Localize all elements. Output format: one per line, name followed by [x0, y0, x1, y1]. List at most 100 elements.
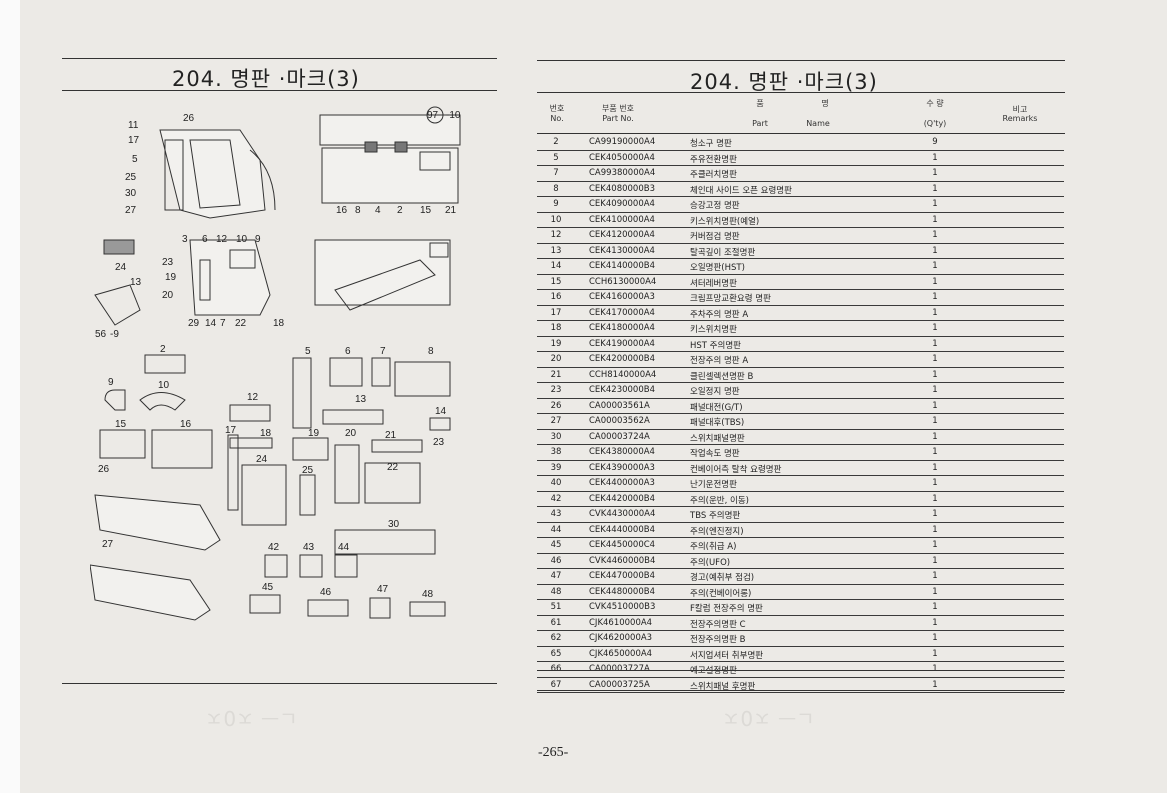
row-part-name: 주의(엔진정지) [690, 526, 744, 537]
row-number: 61 [550, 617, 562, 628]
row-part-name: 스위치패널명판 [690, 433, 745, 444]
row-quantity: 1 [932, 555, 938, 566]
callout-6-machine: 6 [202, 234, 208, 245]
part-label-22: 22 [387, 462, 399, 473]
row-number: 15 [550, 276, 562, 287]
row-part-number: CA99380000A4 [589, 168, 656, 178]
row-part-number: CEK4190000A4 [589, 338, 655, 349]
header-bottom-rule [537, 133, 1065, 134]
part-label-25: 25 [302, 465, 314, 476]
left-page-title: 204. 명판 ·마크(3) [172, 67, 360, 91]
callout-29: 29 [188, 318, 200, 329]
row-part-number: CCH8140000A4 [589, 369, 657, 380]
row-part-name: 주클러치명판 [690, 170, 737, 180]
header-remarks-en: Remarks [1002, 114, 1038, 123]
row-number: 39 [550, 462, 562, 473]
row-number: 2 [553, 137, 559, 147]
row-number: 42 [550, 493, 562, 504]
row-part-name: 탈곡깊이 조절명판 [690, 247, 756, 258]
row-part-number: CVK4430000A4 [589, 509, 656, 519]
row-part-name: 키스위치명판 [690, 325, 737, 335]
row-quantity: 1 [932, 602, 938, 612]
row-number: 14 [550, 261, 562, 271]
row-number: 10 [550, 214, 562, 225]
callout-15: 15 [420, 205, 432, 216]
row-number: 51 [550, 602, 562, 612]
row-number: 66 [550, 664, 562, 674]
row-part-name: 주의(취급 A) [690, 542, 737, 552]
row-part-number: CEK4170000A4 [589, 307, 655, 318]
callout-97-suffix: -10 [446, 110, 461, 121]
row-part-name: 주의(운반, 이동) [690, 495, 749, 506]
row-part-number: CEK4470000B4 [589, 571, 655, 581]
row-part-number: CEK4380000A4 [589, 447, 655, 457]
part-label-14: 14 [435, 406, 447, 417]
left-title-rule-top [62, 58, 497, 59]
row-part-name: F칼럼 전장주의 명판 [690, 604, 763, 614]
row-quantity: 1 [932, 168, 938, 178]
callout-97: 97 [427, 110, 439, 121]
part-label-9: 9 [108, 377, 114, 388]
row-quantity: 1 [932, 152, 938, 163]
row-part-number: CEK4080000B3 [589, 183, 655, 194]
row-part-number: CEK4420000B4 [589, 493, 655, 504]
row-part-number: CVK4460000B4 [589, 555, 656, 566]
part-label-24: 24 [256, 454, 268, 465]
row-number: 30 [550, 431, 562, 442]
callout-21: 21 [445, 205, 457, 216]
row-part-name: 셔터레버명판 [690, 278, 737, 289]
part-label-13: 13 [355, 394, 367, 405]
row-number: 8 [553, 183, 559, 194]
part-label-16: 16 [180, 419, 192, 430]
row-part-name: 경고(예취부 점검) [690, 573, 755, 583]
callout-27: 27 [125, 205, 137, 216]
row-number: 65 [550, 648, 562, 659]
part-label-30: 30 [388, 519, 400, 530]
part-label-21: 21 [385, 430, 397, 441]
callout-3: 3 [182, 234, 188, 245]
row-part-name: 오일정지 명판 [690, 387, 740, 397]
callout-13: 13 [130, 277, 142, 288]
header-name-ko-1: 품 [756, 99, 764, 108]
part-label-2: 2 [160, 344, 166, 355]
callout-26: 26 [183, 113, 195, 124]
row-part-name: 스위치패널 후명판 [690, 681, 756, 692]
callout-12: 12 [216, 234, 228, 245]
row-number: 17 [550, 307, 562, 318]
callout-22: 22 [235, 318, 247, 329]
row-part-name: 예고설정명판 [690, 666, 737, 676]
callout-25: 25 [125, 172, 137, 183]
part-label-19: 19 [308, 428, 320, 439]
row-quantity: 1 [932, 400, 938, 411]
row-number: 47 [550, 571, 562, 581]
header-part-ko: 부품 번호 [602, 104, 634, 113]
row-number: 12 [550, 230, 562, 240]
row-quantity: 1 [932, 586, 938, 597]
part-label-20: 20 [345, 428, 357, 439]
row-number: 20 [550, 354, 562, 364]
callout-56-suffix: -9 [110, 329, 119, 340]
row-part-number: CEK4100000A4 [589, 214, 655, 225]
row-number: 21 [550, 369, 562, 380]
left-bottom-rule [62, 683, 497, 684]
row-part-name: 오일명판(HST) [690, 263, 745, 273]
row-number: 62 [550, 633, 562, 643]
part-label-42: 42 [268, 542, 280, 553]
row-quantity: 1 [932, 462, 938, 473]
